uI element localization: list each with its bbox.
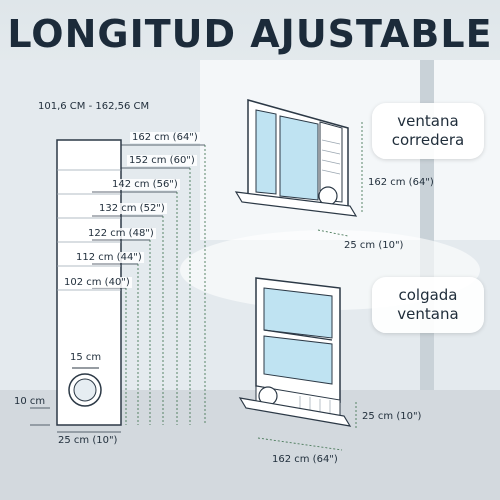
hung-window-card [372,277,484,333]
hung-window-title-line2: ventana [397,305,459,323]
length-label-112: 112 cm (44") [74,252,144,263]
sliding-window-title-line1: ventana [397,112,459,130]
length-label-102: 102 cm (40") [62,277,132,288]
sliding-window-height-label: 162 cm (64") [368,177,434,188]
length-label-142: 142 cm (56") [110,179,180,190]
panel-width-label: 25 cm (10") [58,435,118,446]
length-label-152: 152 cm (60") [127,155,197,166]
panel-segments [57,169,121,291]
length-label-132: 132 cm (52") [97,203,167,214]
hung-window-title-line1: colgada [398,286,458,304]
bottom-offset-label: 10 cm [14,396,46,407]
length-label-162: 162 cm (64") [130,132,200,143]
sliding-window-width-label: 25 cm (10") [344,240,404,251]
sliding-window-card [372,103,484,159]
sliding-window-title-line2: corredera [391,131,465,149]
hung-window-height-label: 25 cm (10") [362,411,422,422]
hole-diameter-label: 15 cm [70,352,102,363]
range-label: 101,6 CM - 162,56 CM [38,101,150,112]
length-label-122: 122 cm (48") [86,228,156,239]
length-dimension-lines [125,145,206,425]
hung-window-width-label: 162 cm (64") [272,454,338,465]
page-title: LONGITUD AJUSTABLE [7,12,493,56]
